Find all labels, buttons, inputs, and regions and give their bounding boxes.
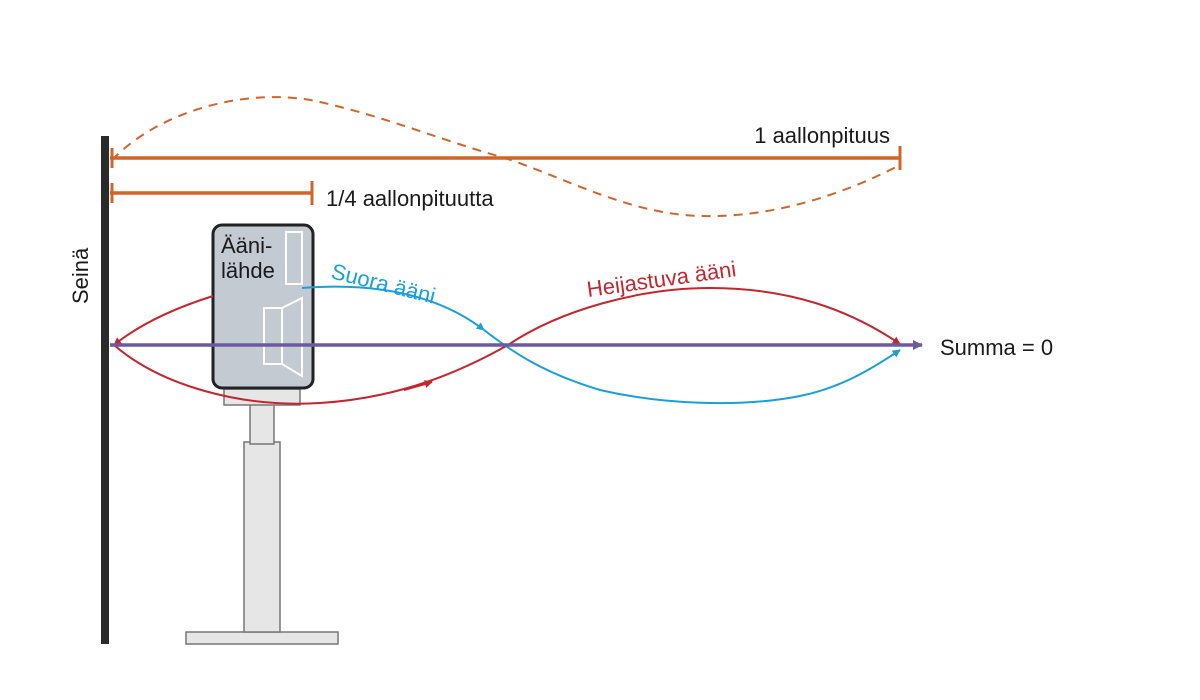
sound-source: Ääni- lähde	[211, 223, 315, 390]
speaker-tweeter	[285, 231, 303, 285]
source-label-line2: lähde	[221, 258, 275, 283]
source-label-line1: Ääni-	[221, 233, 272, 258]
direct-wave-first-half	[301, 285, 485, 331]
speaker-woofer-icon	[263, 296, 303, 378]
wall-label: Seinä	[68, 247, 93, 304]
sum-label: Summa = 0	[940, 335, 1053, 360]
reflected-sound-waves	[113, 286, 901, 405]
full-wavelength-label: 1 aallonpituus	[754, 123, 890, 148]
direct-sound-waves	[301, 285, 901, 405]
reflected-wave-to-wall	[113, 295, 214, 346]
stand-neck	[249, 403, 275, 445]
reflected-wave-from-wall	[113, 344, 509, 405]
wall	[101, 136, 109, 644]
full-wavelength-dimension	[110, 146, 902, 170]
quarter-wavelength-label: 1/4 aallonpituutta	[326, 186, 494, 211]
direct-sound-label: Suora ääni	[329, 259, 438, 309]
stand-base	[185, 631, 339, 645]
stand-column	[243, 441, 281, 633]
quarter-wavelength-dimension	[110, 181, 314, 205]
speaker-stand	[185, 388, 339, 645]
reflected-wave-outgoing	[507, 286, 901, 346]
speaker-body	[211, 223, 315, 390]
reflected-sound-label: Heijastuva ääni	[585, 256, 737, 302]
direct-wave-second-half	[483, 329, 901, 405]
